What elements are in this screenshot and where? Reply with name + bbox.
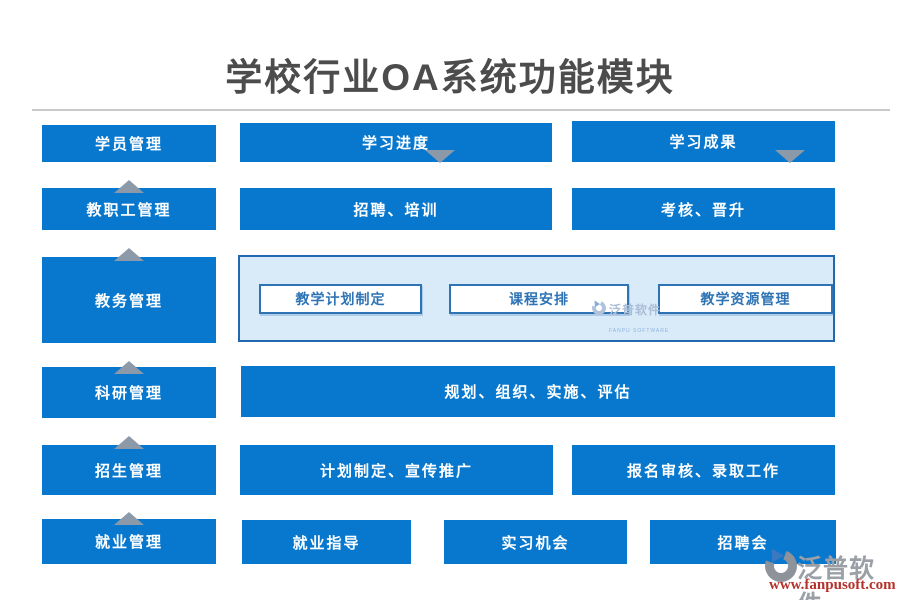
watermark-brand: 泛普软件	[797, 555, 876, 600]
page-title: 学校行业OA系统功能模块	[225, 57, 675, 98]
fanpu-logo-icon	[589, 298, 609, 318]
node-course-schedule: 课程安排	[449, 284, 629, 314]
watermark-brand-sub: FANPU SOFTWARE	[609, 328, 670, 334]
node-plan-promotion: 计划制定、宣传推广	[240, 445, 553, 495]
node-recruitment-training: 招聘、培训	[240, 188, 552, 230]
arrow-up-icon	[114, 163, 144, 193]
arrow-down-icon	[775, 150, 805, 181]
arrow-up-icon	[114, 495, 144, 525]
node-student-management: 学员管理	[42, 125, 216, 162]
node-appraisal-promotion: 考核、晋升	[572, 188, 835, 230]
node-research-management: 科研管理	[42, 367, 216, 418]
node-staff-management: 教职工管理	[42, 188, 216, 230]
node-internship-opportunity: 实习机会	[444, 520, 627, 564]
watermark-brand: 泛普软件	[609, 303, 662, 317]
node-teaching-plan: 教学计划制定	[259, 284, 422, 314]
teaching-group-panel: 教学计划制定 课程安排 教学资源管理 泛普软件 FANPU SOFTWARE	[238, 255, 835, 342]
node-academic-affairs-management: 教务管理	[42, 257, 216, 343]
node-enrollment-management: 招生管理	[42, 445, 216, 495]
node-application-review-admission: 报名审核、录取工作	[572, 445, 835, 495]
title-divider	[32, 109, 890, 111]
node-research-process: 规划、组织、实施、评估	[241, 366, 835, 417]
arrow-up-icon	[114, 344, 144, 374]
arrow-down-icon	[425, 150, 455, 181]
node-teaching-resources: 教学资源管理	[658, 284, 833, 314]
node-employment-management: 就业管理	[42, 519, 216, 564]
watermark-url: www.fanpusoft.com	[769, 577, 896, 593]
arrow-up-icon	[114, 419, 144, 449]
node-job-fair: 招聘会	[650, 520, 836, 564]
arrow-up-icon	[114, 231, 144, 261]
fanpu-watermark-small: 泛普软件 FANPU SOFTWARE	[589, 298, 670, 337]
fanpu-watermark: 泛普软件 www.fanpusoft.com	[759, 544, 900, 600]
node-employment-guidance: 就业指导	[242, 520, 411, 564]
node-learning-progress: 学习进度	[240, 123, 552, 162]
node-learning-outcome: 学习成果	[572, 121, 835, 162]
